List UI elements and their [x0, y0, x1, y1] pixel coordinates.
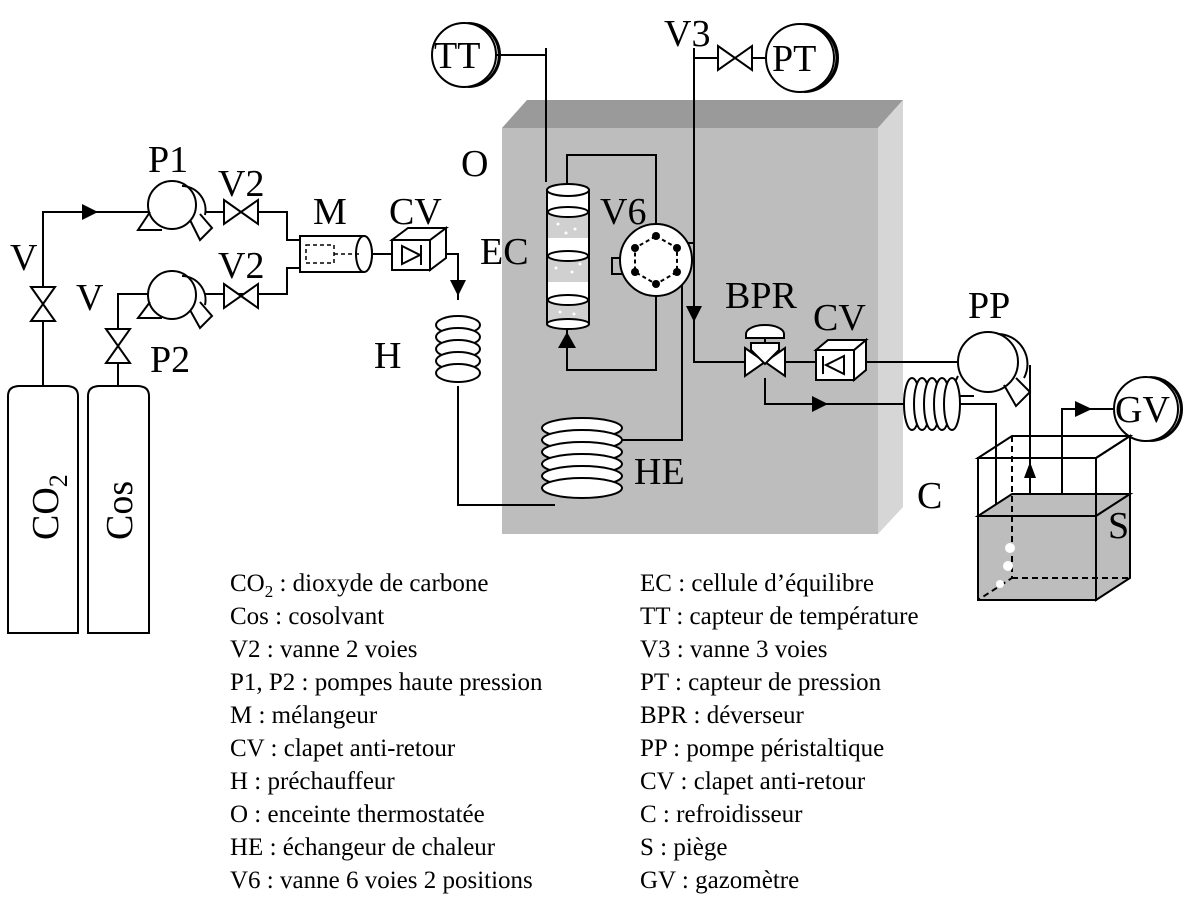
legend-item: H : préchauffeur: [230, 768, 395, 795]
label-c: C: [917, 475, 942, 517]
legend-item: S : piège: [640, 834, 728, 861]
label-m: M: [313, 191, 347, 233]
check-valve-2[interactable]: [813, 337, 869, 383]
flow-arrow: [558, 332, 576, 348]
label-v: V: [10, 237, 38, 279]
label-v3: V3: [664, 13, 710, 55]
valve-v2-bottom[interactable]: [223, 283, 259, 309]
label-o: O: [461, 143, 488, 185]
label-he: HE: [634, 451, 685, 493]
label-v2: V2: [218, 163, 264, 205]
peristaltic-pump: [946, 331, 1032, 408]
flow-arrow: [1075, 401, 1092, 417]
cosolvent-cylinder-label: Cos: [99, 481, 141, 540]
legend-item: O : enceinte thermostatée: [230, 801, 485, 828]
pressure-transmitter: [765, 23, 839, 93]
trap: [974, 434, 1134, 602]
legend-item: M : mélangeur: [230, 702, 378, 729]
preheater-coil: [435, 315, 481, 383]
mixer: [299, 235, 373, 273]
cos-text: Cos: [99, 481, 141, 540]
legend-item: TT : capteur de température: [640, 603, 919, 630]
legend-item: P1, P2 : pompes haute pression: [230, 669, 543, 696]
legend-item: EC : cellule d’équilibre: [640, 570, 874, 597]
legend-left: CO2 : dioxyde de carbone Cos : cosolvant…: [230, 570, 543, 894]
legend-subscript: 2: [265, 582, 274, 601]
flow-arrow: [1024, 462, 1036, 478]
legend-item: PT : capteur de pression: [640, 669, 882, 696]
back-pressure-regulator[interactable]: [744, 324, 786, 378]
co2-subscript: 2: [44, 474, 73, 487]
pump-p2: [136, 270, 214, 330]
heat-exchanger: [541, 417, 623, 499]
label-gv: GV: [1115, 389, 1170, 431]
label-cv: CV: [813, 297, 866, 339]
cosolvent-cylinder: [87, 385, 150, 634]
pump-p1: [136, 180, 214, 242]
label-p1: P1: [148, 139, 188, 181]
label-bpr: BPR: [725, 275, 797, 317]
label-tt: TT: [434, 35, 480, 77]
legend-item: C : refroidisseur: [640, 801, 803, 828]
legend-item: CO: [230, 570, 265, 597]
legend-item: V6 : vanne 6 voies 2 positions: [230, 867, 533, 894]
legend-item: CV : clapet anti-retour: [230, 735, 456, 762]
six-way-valve[interactable]: [619, 223, 693, 297]
label-ec: EC: [480, 231, 529, 273]
flow-arrow: [82, 204, 98, 220]
svg-text:CO2 : dioxyde de carbone: CO2 : dioxyde de carbone: [230, 570, 488, 601]
legend-item: CV : clapet anti-retour: [640, 768, 866, 795]
gas-meter: [1113, 376, 1183, 442]
co2-text: CO: [25, 487, 67, 540]
diagram-labels: V V P1 P2 V2 V2 M CV H O EC V6 TT V3 PT …: [10, 13, 1170, 547]
label-pt: PT: [772, 38, 816, 80]
label-v: V: [76, 277, 104, 319]
label-v6: V6: [600, 191, 646, 233]
co2-cylinder: [7, 385, 79, 634]
equilibrium-cell: [546, 183, 590, 330]
legend-item-rest: : dioxyde de carbone: [273, 570, 488, 597]
legend-item: V2 : vanne 2 voies: [230, 636, 417, 663]
check-valve-1[interactable]: [389, 226, 449, 272]
flow-arrow: [812, 396, 828, 412]
co2-cylinder-label: CO2: [25, 474, 73, 540]
legend-item: BPR : déverseur: [640, 702, 805, 729]
legend-item: PP : pompe péristaltique: [640, 735, 884, 762]
valve-co2[interactable]: [30, 286, 56, 322]
valve-v3[interactable]: [717, 45, 753, 71]
svg-text:CO2: CO2: [25, 474, 73, 540]
legend-item: V3 : vanne 3 voies: [640, 636, 827, 663]
legend-right: EC : cellule d’équilibre TT : capteur de…: [640, 570, 919, 894]
flow-arrow: [450, 280, 466, 296]
label-pp: PP: [968, 285, 1010, 327]
label-h: H: [374, 335, 401, 377]
cooler-coil: [903, 377, 961, 431]
label-p2: P2: [150, 339, 190, 381]
label-v2: V2: [218, 245, 264, 287]
temperature-transmitter: [431, 22, 501, 88]
legend-item: HE : échangeur de chaleur: [230, 834, 496, 861]
valve-cosolvent[interactable]: [105, 328, 131, 364]
piping: [42, 48, 1115, 560]
legend-item: GV : gazomètre: [640, 867, 799, 894]
legend-item: Cos : cosolvant: [230, 603, 384, 630]
flow-arrows: [82, 204, 1092, 478]
flow-arrow: [686, 306, 702, 322]
label-s: S: [1108, 505, 1129, 547]
label-cv: CV: [389, 191, 442, 233]
